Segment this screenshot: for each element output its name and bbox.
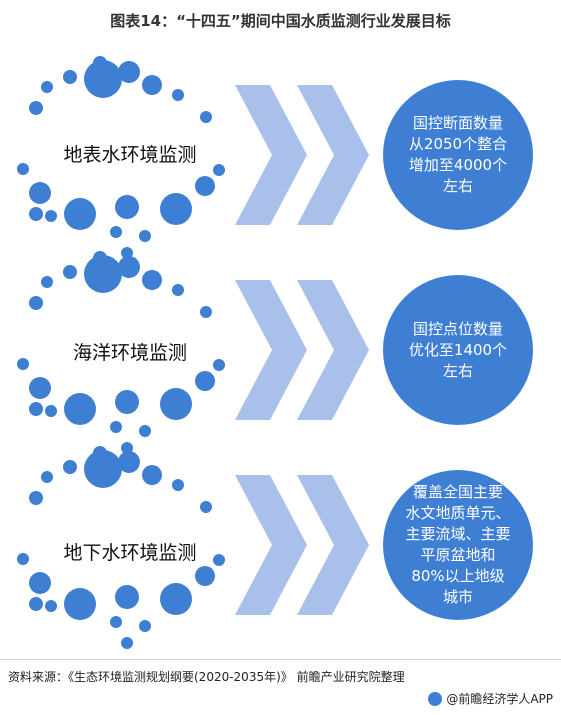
decorative-dot [93,56,107,70]
decorative-dot [17,553,29,565]
chevron-arrows-icon [235,280,369,420]
decorative-dot [142,270,162,290]
decorative-dot [160,388,192,420]
chevron-arrows-icon [235,475,369,615]
decorative-dot [115,195,139,219]
decorative-dot [115,585,139,609]
target-description: 国控点位数量 优化至1400个 左右 [408,319,508,380]
decorative-dot [118,61,140,83]
target-circle: 国控断面数量 从2050个整合 增加至4000个 左右 [383,80,533,230]
decorative-dot [172,479,184,491]
chevron-shape [297,280,369,420]
decorative-dot [139,425,151,437]
decorative-dot [41,471,53,483]
decorative-dot [172,89,184,101]
decorative-dot [139,230,151,242]
decorative-dot [29,597,43,611]
decorative-dot [213,359,225,371]
decorative-dot [45,405,57,417]
decorative-dot [41,276,53,288]
decorative-dot [45,600,57,612]
chevron-shape [235,280,307,420]
decorative-dot [93,446,107,460]
target-circle: 覆盖全国主要 水文地质单元、 主要流域、主要 平原盆地和 80%以上地级 城市 [383,470,533,620]
decorative-dot [139,620,151,632]
target-description: 覆盖全国主要 水文地质单元、 主要流域、主要 平原盆地和 80%以上地级 城市 [405,483,511,606]
decorative-dot [118,451,140,473]
decorative-dot [29,296,43,310]
chevron-shape [297,475,369,615]
decorative-dot [213,164,225,176]
decorative-dot [64,393,96,425]
decorative-dot [63,265,77,279]
decorative-dot [64,198,96,230]
source-note: 资料来源：《生态环境监测规划纲要(2020-2035年)》 前瞻产业研究院整理 [8,670,405,684]
decorative-dot [63,460,77,474]
decorative-dot [17,163,29,175]
decorative-dot [118,256,140,278]
decorative-dot [142,465,162,485]
decorative-dot [195,566,215,586]
brand-text: @前瞻经济学人APP [446,692,553,706]
decorative-dot [29,207,43,221]
brand-logo-icon [428,691,443,706]
chevron-shape [297,85,369,225]
decorative-dot [200,306,212,318]
decorative-dot [29,182,51,204]
decorative-dot [200,111,212,123]
decorative-dot [29,491,43,505]
target-circle: 国控点位数量 优化至1400个 左右 [383,275,533,425]
decorative-dot [41,81,53,93]
decorative-dot [160,583,192,615]
decorative-dot [29,377,51,399]
figure-title: 图表14：“十四五”期间中国水质监测行业发展目标 [110,12,451,30]
decorative-dot [213,554,225,566]
decorative-dot [29,402,43,416]
brand-credit: @前瞻经济学人APP [428,690,553,707]
decorative-dot [142,75,162,95]
decorative-dot [29,572,51,594]
chevron-shape [235,475,307,615]
decorative-dot [160,193,192,225]
monitoring-category-label: 地下水环境监测 [63,542,197,564]
footer-divider [0,659,561,660]
target-description: 国控断面数量 从2050个整合 增加至4000个 左右 [408,114,508,195]
decorative-dot [110,616,122,628]
decorative-dot [63,70,77,84]
decorative-dot [195,176,215,196]
decorative-dot [172,284,184,296]
decorative-dot [45,210,57,222]
decorative-dot [110,226,122,238]
chevron-shape [235,85,307,225]
decorative-dot [110,421,122,433]
decorative-dot [121,637,133,649]
decorative-dot [17,358,29,370]
monitoring-category-label: 海洋环境监测 [72,342,187,364]
chevron-arrows-icon [235,85,369,225]
monitoring-category-label: 地表水环境监测 [63,144,197,166]
decorative-dot [93,251,107,265]
decorative-dot [64,588,96,620]
decorative-dot [115,390,139,414]
decorative-dot [200,501,212,513]
decorative-dot [29,101,43,115]
decorative-dot [195,371,215,391]
